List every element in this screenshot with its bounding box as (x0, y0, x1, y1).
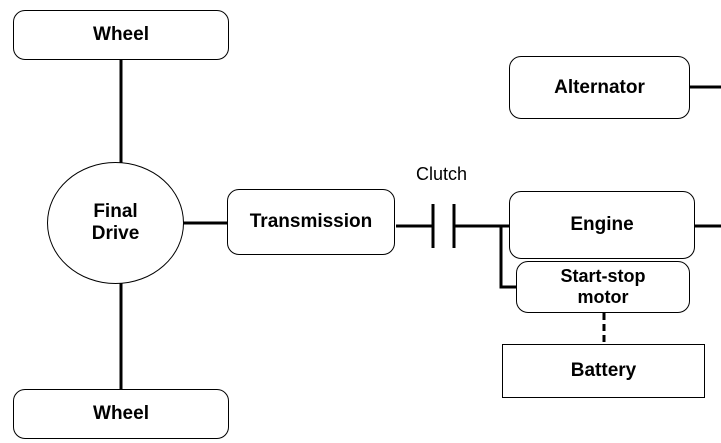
clutch-label: Clutch (416, 164, 468, 184)
alternator-label: Alternator (554, 76, 645, 98)
clutch-to-start-stop-motor-link (499, 226, 517, 289)
battery-box: Battery (502, 344, 705, 398)
start-stop-motor-box: Start-stop motor (516, 261, 690, 313)
engine-label: Engine (570, 214, 634, 236)
wheel-bottom-label: Wheel (93, 403, 149, 425)
engine-box: Engine (509, 191, 695, 259)
start-stop-motor-label: Start-stop motor (560, 266, 646, 307)
battery-label: Battery (570, 360, 637, 382)
transmission-box: Transmission (227, 189, 395, 255)
wheel-top-box: Wheel (13, 10, 229, 60)
wheel-bottom-box: Wheel (13, 389, 229, 439)
final-drive-label: Final Drive (91, 201, 140, 244)
transmission-label: Transmission (249, 211, 373, 233)
alternator-box: Alternator (509, 56, 690, 119)
final-drive-ellipse: Final Drive (47, 162, 184, 284)
wheel-top-label: Wheel (93, 24, 149, 46)
